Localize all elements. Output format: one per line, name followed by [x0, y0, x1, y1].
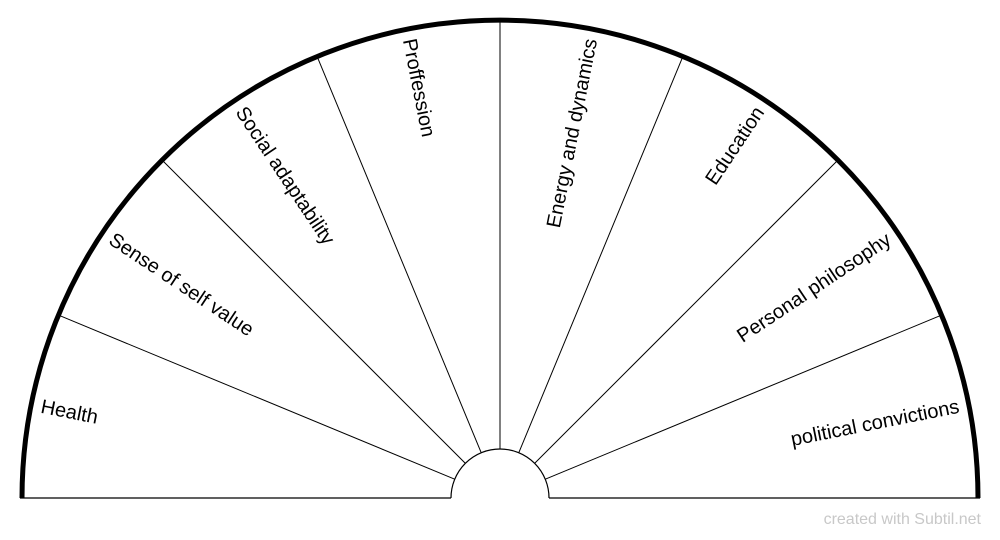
watermark-text: created with Subtil.net	[823, 511, 981, 528]
sector-divider	[518, 56, 684, 453]
sector-label: political convictions	[789, 396, 961, 451]
sector-label: Sense of self value	[105, 229, 258, 341]
sector-label: Proffession	[398, 37, 439, 139]
sector-divider	[316, 56, 482, 453]
sector-divider	[161, 159, 466, 464]
sector-label: Social adaptability	[231, 103, 339, 249]
sector-divider	[545, 314, 942, 480]
sector-label: Personal philosophy	[733, 229, 895, 347]
sector-label: Health	[39, 396, 100, 429]
sector-label: Education	[701, 103, 769, 189]
sector-divider	[58, 314, 455, 480]
sector-dividers	[58, 20, 942, 480]
sector-label: Energy and dynamics	[543, 37, 602, 230]
inner-arc	[450, 448, 550, 499]
sector-divider	[534, 159, 839, 464]
